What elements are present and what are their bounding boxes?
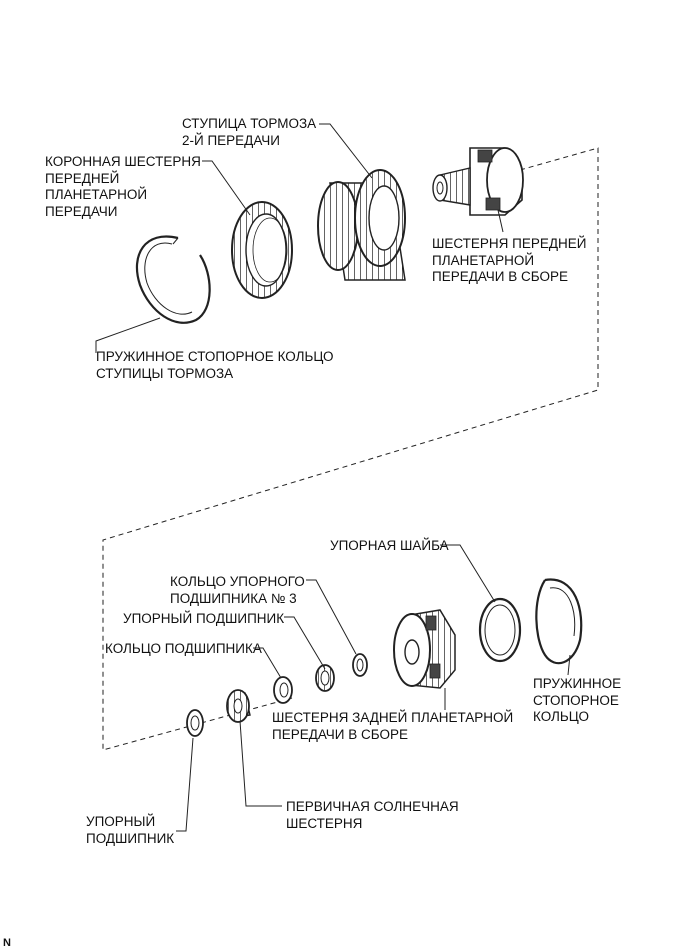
assembly-axis-dashed-line (102, 147, 599, 751)
label-snap-ring: ПРУЖИННОЕ СТОПОРНОЕ КОЛЬЦО (533, 676, 622, 724)
label-bearing-race: КОЛЬЦО ПОДШИПНИКА (105, 641, 262, 656)
label-thrust-washer: УПОРНАЯ ШАЙБА (330, 538, 449, 553)
hub-snap-ring-part (135, 235, 211, 324)
thrust-bearing-race-3-part (352, 653, 368, 677)
thrust-bearing-lower-part (186, 709, 204, 737)
label-primary-sun-gear: ПЕРВИЧНАЯ СОЛНЕЧНАЯ ШЕСТЕРНЯ (286, 799, 459, 831)
corner-code: N (3, 937, 11, 949)
leader-lines (95, 123, 571, 832)
label-front-planetary-assembly: ШЕСТЕРНЯ ПЕРЕДНЕЙ ПЛАНЕТАРНОЙ ПЕРЕДАЧИ В… (432, 236, 587, 284)
thrust-washer-part (478, 597, 522, 663)
label-rear-planetary-assembly: ШЕСТЕРНЯ ЗАДНЕЙ ПЛАНЕТАРНОЙ ПЕРЕДАЧИ В С… (272, 710, 514, 742)
label-thrust-bearing-race-3: КОЛЬЦО УПОРНОГО ПОДШИПНИКА № 3 (170, 574, 305, 606)
label-thrust-bearing-lower: УПОРНЫЙ ПОДШИПНИК (86, 814, 175, 846)
primary-sun-gear-part (226, 689, 251, 723)
label-brake-hub: СТУПИЦА ТОРМОЗА 2-Й ПЕРЕДАЧИ (182, 116, 317, 148)
label-thrust-bearing-upper: УПОРНЫЙ ПОДШИПНИК (123, 611, 285, 626)
rear-planetary-assembly-part (393, 609, 456, 689)
front-planetary-assembly-part (432, 147, 524, 216)
label-front-ring-gear: КОРОННАЯ ШЕСТЕРНЯ ПЕРЕДНЕЙ ПЛАНЕТАРНОЙ П… (45, 154, 201, 219)
bearing-race-part (273, 676, 293, 704)
brake-hub-part (317, 169, 406, 281)
front-ring-gear-part (231, 201, 293, 299)
thrust-bearing-upper-part (315, 664, 335, 692)
snap-ring-part (535, 578, 583, 665)
label-hub-snap-ring: ПРУЖИННОЕ СТОПОРНОЕ КОЛЬЦО СТУПИЦЫ ТОРМО… (96, 349, 334, 381)
